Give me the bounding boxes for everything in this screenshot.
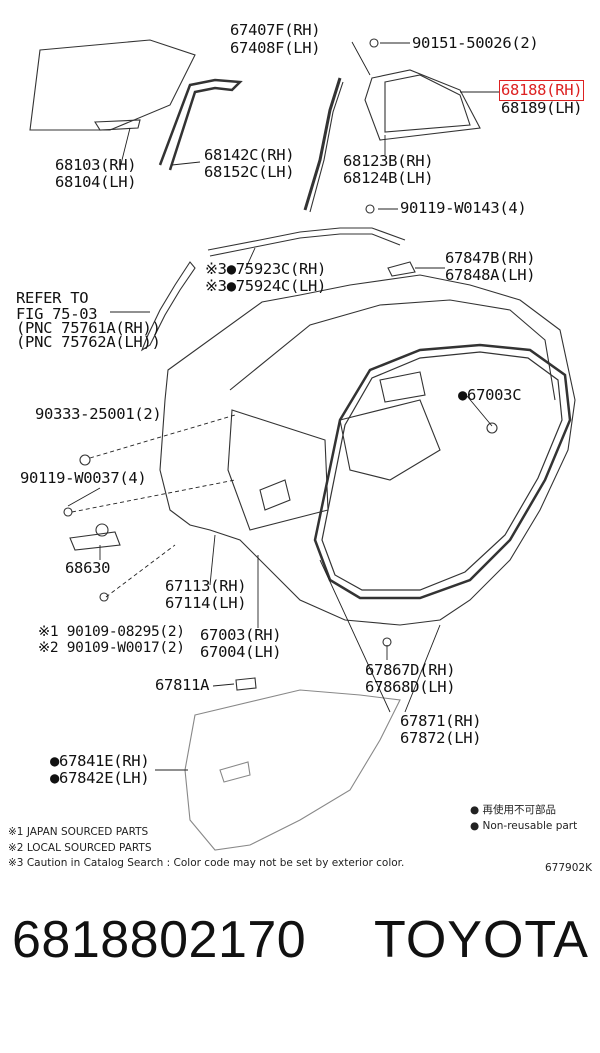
note-japan-sourced: ※1 JAPAN SOURCED PARTS bbox=[8, 826, 149, 838]
label-68124[interactable]: 68124B(LH) bbox=[343, 169, 434, 187]
refer-to-line3[interactable]: (PNC 75761A(RH)) bbox=[16, 319, 161, 337]
label-67841[interactable]: ●67841E(RH) bbox=[50, 752, 150, 770]
label-68142[interactable]: 68142C(RH) bbox=[204, 146, 295, 164]
label-68188[interactable]: 68188(RH) bbox=[498, 80, 585, 101]
door-panel-shape bbox=[159, 274, 576, 626]
label-67408[interactable]: 67408F(LH) bbox=[230, 39, 321, 57]
label-90119-w0037[interactable]: 90119-W0037(4) bbox=[20, 469, 147, 487]
figure-code: 677902K bbox=[545, 862, 592, 874]
label-67842[interactable]: ●67842E(LH) bbox=[50, 769, 150, 787]
door-exploded-view bbox=[29, 38, 576, 851]
label-90109-w0017[interactable]: ※2 90109-W0017(2) bbox=[38, 640, 185, 656]
label-67003[interactable]: 67003(RH) bbox=[200, 626, 282, 644]
label-75923[interactable]: ※3●75923C(RH) bbox=[205, 260, 327, 278]
refer-to-line2[interactable]: FIG 75-03 bbox=[16, 305, 98, 323]
label-90109-08295[interactable]: ※1 90109-08295(2) bbox=[38, 624, 185, 640]
label-68123[interactable]: 68123B(RH) bbox=[343, 152, 434, 170]
pillar-garnish-shape bbox=[140, 261, 196, 352]
label-67003c[interactable]: ●67003C bbox=[458, 386, 522, 404]
label-90333[interactable]: 90333-25001(2) bbox=[35, 405, 162, 423]
note-local-sourced: ※2 LOCAL SOURCED PARTS bbox=[8, 842, 152, 854]
weatherstrip-shape bbox=[313, 343, 572, 600]
bullet-icon: ● bbox=[470, 820, 483, 832]
label-68104[interactable]: 68104(LH) bbox=[55, 173, 137, 191]
label-67113[interactable]: 67113(RH) bbox=[165, 577, 247, 595]
label-68103[interactable]: 68103(RH) bbox=[55, 156, 137, 174]
label-67868[interactable]: 67868D(LH) bbox=[365, 678, 456, 696]
label-68152[interactable]: 68152C(LH) bbox=[204, 163, 295, 181]
label-67004[interactable]: 67004(LH) bbox=[200, 643, 282, 661]
label-67871[interactable]: 67871(RH) bbox=[400, 712, 482, 730]
door-trim-shape bbox=[184, 689, 401, 851]
label-67407[interactable]: 67407F(RH) bbox=[230, 21, 321, 39]
pad-shape bbox=[235, 677, 257, 691]
door-glass-shape bbox=[29, 39, 196, 131]
brand-name: TOYOTA bbox=[374, 911, 589, 969]
label-90151[interactable]: 90151-50026(2) bbox=[412, 34, 539, 52]
quarter-glass-shape bbox=[364, 69, 481, 141]
product-footer: 6818802170 TOYOTA bbox=[0, 910, 600, 990]
note-catalog-caution: ※3 Caution in Catalog Search : Color cod… bbox=[8, 857, 405, 869]
cover-shape bbox=[387, 261, 416, 277]
label-67867[interactable]: 67867D(RH) bbox=[365, 661, 456, 679]
parts-diagram: 67407F(RH) 67408F(LH) 90151-50026(2) 681… bbox=[8, 21, 592, 875]
legend-nonreusable-jp: ● 再使用不可部品 bbox=[470, 804, 556, 816]
label-67811[interactable]: 67811A bbox=[155, 676, 210, 694]
label-68630[interactable]: 68630 bbox=[65, 559, 111, 577]
label-90119-w0143[interactable]: 90119-W0143(4) bbox=[400, 199, 527, 217]
label-67872[interactable]: 67872(LH) bbox=[400, 729, 482, 747]
label-67847[interactable]: 67847B(RH) bbox=[445, 249, 536, 267]
door-glass-inner bbox=[94, 119, 141, 131]
legend-nonreusable-en: ● Non-reusable part bbox=[470, 820, 578, 832]
part-number: 6818802170 bbox=[12, 911, 307, 969]
run-channel-shape bbox=[158, 78, 243, 171]
label-68189[interactable]: 68189(LH) bbox=[501, 99, 583, 117]
door-check-shape bbox=[69, 531, 121, 551]
belt-moulding-shape bbox=[207, 227, 406, 251]
label-67848[interactable]: 67848A(LH) bbox=[445, 266, 536, 284]
refer-to-line4[interactable]: (PNC 75762A(LH)) bbox=[16, 333, 161, 351]
refer-to-line1: REFER TO bbox=[16, 289, 89, 307]
label-67114[interactable]: 67114(LH) bbox=[165, 594, 247, 612]
rear-sash-shape bbox=[303, 77, 342, 211]
label-75924[interactable]: ※3●75924C(LH) bbox=[205, 277, 327, 295]
bullet-icon: ● bbox=[470, 804, 483, 816]
